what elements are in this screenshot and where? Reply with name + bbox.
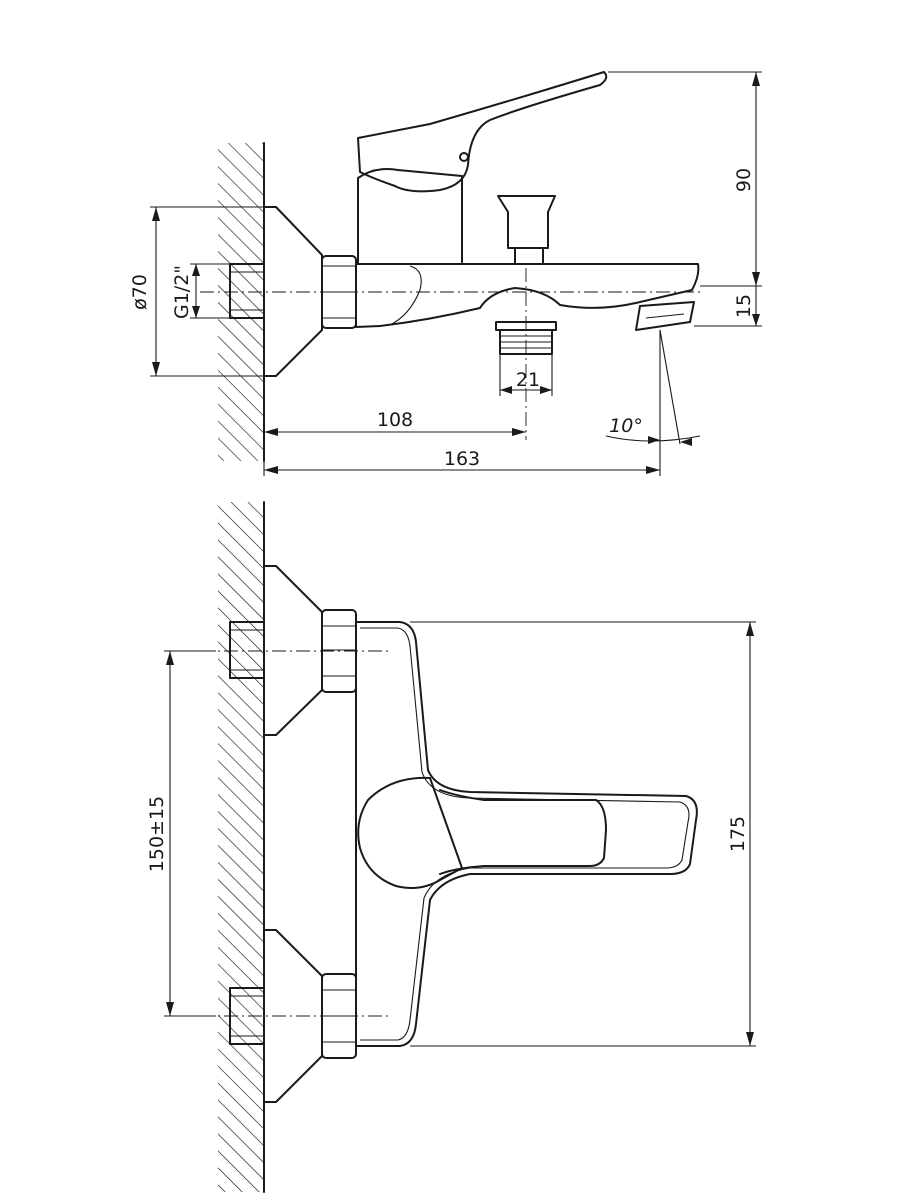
wall-section-top <box>218 143 264 461</box>
lever-handle-side <box>357 71 608 193</box>
dim-depth-outlet-label: 108 <box>377 409 413 431</box>
body-inner-contour <box>360 627 690 1041</box>
dim-centers-label: 150±15 <box>146 796 168 872</box>
dim-height-spout-label: 15 <box>733 294 755 318</box>
inlet-upper-front <box>229 565 357 736</box>
dim-centers: 150±15 <box>146 650 216 1017</box>
lever-screw <box>459 152 469 162</box>
wall-section-bottom <box>218 502 264 1192</box>
dim-outlet: 21 <box>499 354 553 396</box>
body-contour-line <box>389 265 422 326</box>
lever-base-side <box>357 168 463 265</box>
dim-thread-label: G1/2" <box>171 265 193 319</box>
dim-height-label: 175 <box>727 816 749 852</box>
dim-diameter: ø70 <box>129 206 264 377</box>
side-view: ø70 G1/2" 90 15 <box>129 71 762 476</box>
dim-height: 175 <box>410 621 756 1047</box>
dim-diameter-label: ø70 <box>129 274 151 310</box>
escutcheon-side <box>263 206 323 377</box>
dim-outlet-label: 21 <box>516 369 540 391</box>
dim-angle: 10° <box>605 329 701 446</box>
mixer-body-front <box>355 621 698 1047</box>
handle-hub-front <box>357 776 463 889</box>
dim-depth-outlet: 108 <box>264 409 526 436</box>
lever-handle-front <box>439 789 607 875</box>
dim-angle-label: 10° <box>609 415 643 437</box>
dim-height-lever-label: 90 <box>733 168 755 192</box>
front-view: 150±15 175 <box>146 501 756 1193</box>
dim-depth-total: 163 <box>263 330 661 476</box>
aerator-side <box>635 301 695 331</box>
dim-depth-total-label: 163 <box>444 448 480 470</box>
diverter-knob-side <box>497 195 556 265</box>
dim-thread: G1/2" <box>171 263 230 319</box>
dim-height-lever: 90 <box>608 71 762 287</box>
dim-height-spout: 15 <box>694 286 762 327</box>
